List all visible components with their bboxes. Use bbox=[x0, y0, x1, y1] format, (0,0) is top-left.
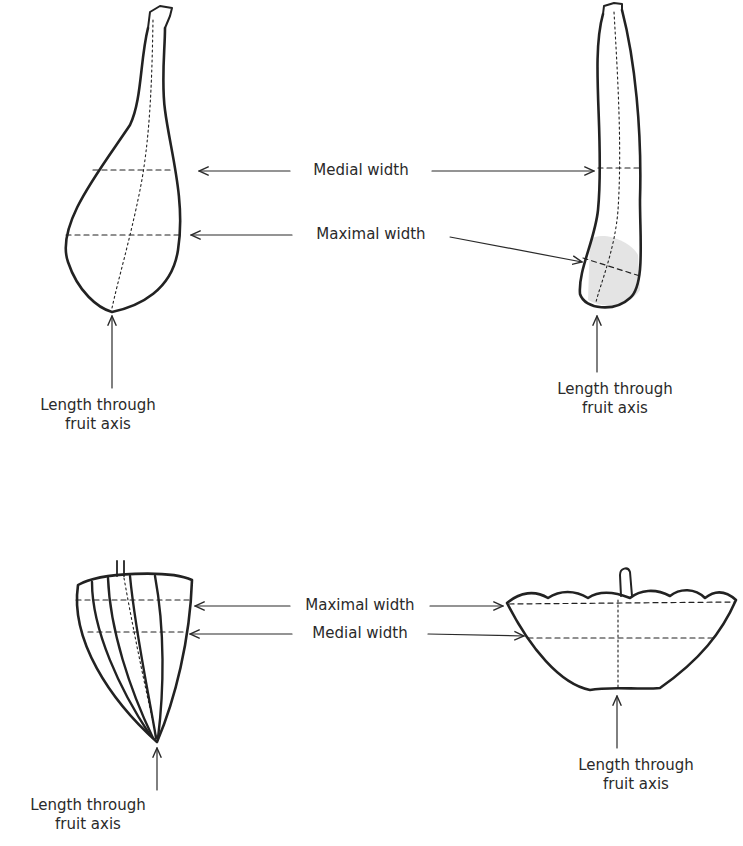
measure-label: Maximal width bbox=[302, 596, 417, 615]
acorn-fruit bbox=[76, 561, 192, 742]
measure-label: Length through fruit axis bbox=[10, 796, 166, 834]
measure-label: Length through fruit axis bbox=[558, 756, 714, 794]
scalloped-fruit bbox=[507, 568, 736, 690]
curved-fruit bbox=[580, 3, 641, 307]
measure-label: Length through fruit axis bbox=[20, 396, 176, 434]
bottle-fruit bbox=[66, 6, 181, 312]
leader-arrows bbox=[112, 171, 617, 790]
measure-label: Maximal width bbox=[313, 225, 428, 244]
measure-label: Medial width bbox=[310, 161, 411, 180]
measure-label: Medial width bbox=[309, 624, 410, 643]
measure-label: Length through fruit axis bbox=[537, 380, 693, 418]
